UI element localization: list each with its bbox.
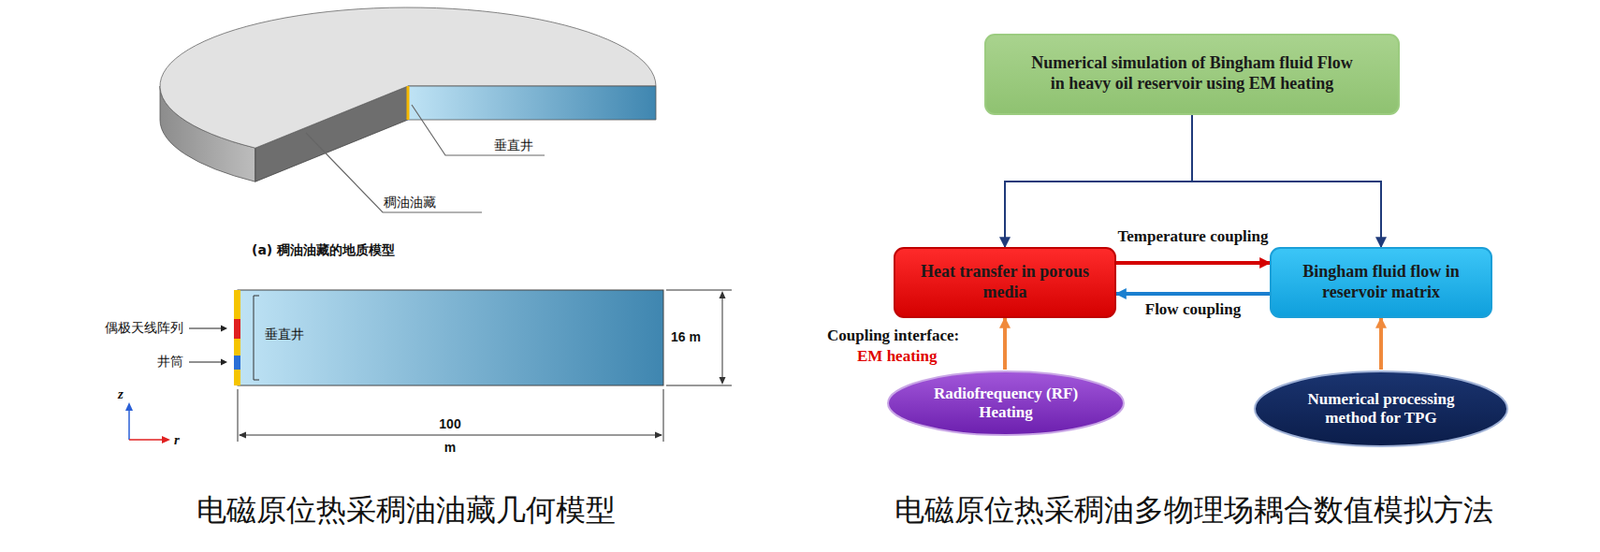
leader-line (411, 104, 545, 156)
part-label: 偶极天线阵列 (104, 320, 184, 336)
figure-caption: 电磁原位热采稠油油藏几何模型 (196, 492, 616, 528)
figure-caption: 电磁原位热采稠油多物理场耦合数值模拟方法 (894, 492, 1494, 528)
arrow-head (161, 436, 171, 444)
axis-label: r (174, 431, 180, 449)
edge-label: Flow coupling (1142, 300, 1245, 320)
node-text: Bingham fluid flow in reservoir matrix (1282, 261, 1480, 303)
leader-line (305, 132, 482, 213)
axis-label: z (117, 385, 124, 403)
interface-label: Coupling interface: (827, 326, 960, 346)
ellipse-outline (887, 371, 1124, 436)
interface-label: EM heating (857, 347, 937, 366)
connector-arrow (1116, 261, 1270, 265)
wellbore (233, 290, 241, 386)
z-axis (128, 407, 131, 440)
arrow-head (220, 359, 228, 366)
pointer-line (189, 361, 226, 363)
connector-arrow (1379, 318, 1383, 370)
box-outline (985, 34, 1399, 115)
box-outline (1270, 247, 1492, 318)
edge-label: Temperature coupling (1114, 227, 1271, 247)
wellbore-segment (233, 355, 241, 370)
process-box: Bingham fluid flow in reservoir matrix (1269, 247, 1493, 319)
connector-arrow (1003, 318, 1007, 370)
dimension-line (666, 290, 732, 386)
input-ellipse: Radiofrequency (RF) Heating (886, 369, 1126, 437)
connector-arrow (1116, 291, 1270, 296)
arrow-head (238, 432, 663, 439)
part-label: 垂直井 (494, 137, 534, 154)
part-label: 井筒 (157, 353, 184, 370)
box-outline (894, 247, 1116, 318)
part-label: 稠油油藏 (383, 194, 437, 211)
arrow-head (125, 402, 133, 411)
ellipse-outline (1254, 371, 1508, 447)
dimension-label: m (444, 439, 456, 456)
part-label: 垂直井 (264, 326, 305, 343)
reservoir-section (237, 290, 664, 386)
title-box: Numerical simulation of Bingham fluid Fl… (984, 33, 1400, 116)
node-text: Numerical simulation of Bingham fluid Fl… (1023, 53, 1361, 94)
section-face (407, 86, 656, 120)
vertical-well (407, 86, 410, 120)
arrow-head (719, 290, 727, 385)
arrow-head (220, 325, 228, 333)
input-ellipse: Numerical processing method for TPG (1252, 369, 1510, 449)
node-text: Radiofrequency (RF) Heating (926, 384, 1086, 423)
process-box: Heat transfer in porous media (893, 247, 1117, 319)
node-text: Numerical processing method for TPG (1296, 390, 1466, 429)
pointer-line (189, 327, 226, 329)
dipole-antenna (233, 319, 241, 339)
top-face (160, 7, 656, 148)
reservoir-3d-model (160, 7, 656, 182)
subfigure-title: (a) 稠油油藏的地质模型 (251, 242, 395, 259)
dimension-label: 100 (438, 416, 461, 433)
dimension-line (237, 389, 664, 442)
dimension-label: 16 m (670, 329, 701, 346)
well-bracket (253, 295, 260, 380)
node-text: Heat transfer in porous media (916, 261, 1094, 303)
r-axis (129, 438, 165, 441)
